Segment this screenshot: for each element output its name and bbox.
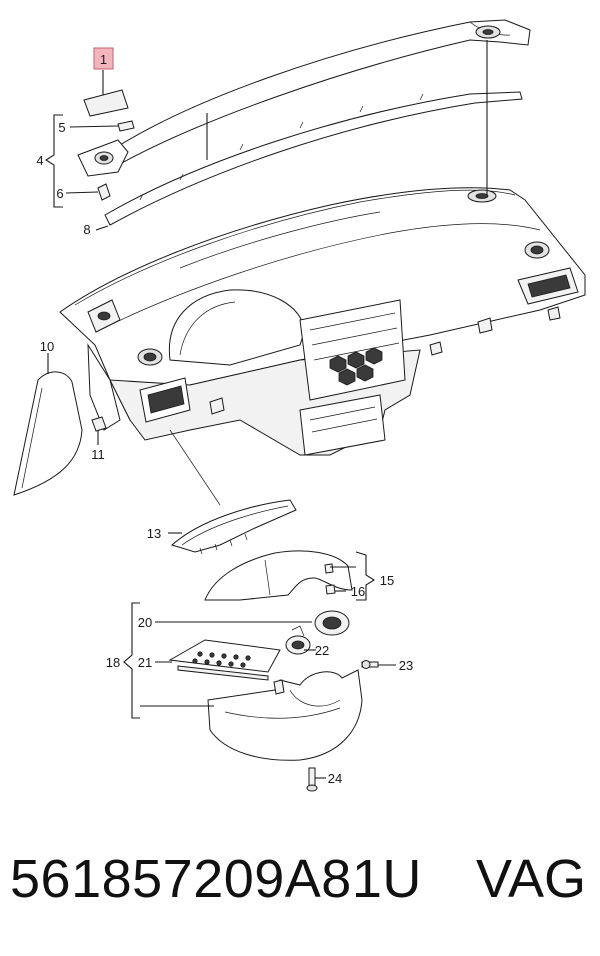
callout-10: 10 (40, 339, 54, 354)
callout-22: 22 (315, 643, 329, 658)
vent-grille (329, 347, 383, 386)
callout-16: 16 (351, 584, 365, 599)
steering-column-cover (204, 550, 353, 601)
dashboard-panel (59, 187, 586, 456)
lower-trim-strip (104, 91, 523, 226)
callout-11: 11 (91, 447, 105, 462)
clip-16 (325, 584, 336, 595)
retainer-part (97, 183, 111, 201)
callout-1: 1 (100, 52, 107, 67)
speaker-cover-part (77, 139, 129, 177)
ignition-ring (285, 625, 311, 655)
callout-21: 21 (138, 655, 152, 670)
callout-15: 15 (380, 573, 394, 588)
callout-18: 18 (106, 655, 120, 670)
callout-8: 8 (83, 222, 90, 237)
screw-24 (306, 767, 318, 792)
callout-1-highlight (93, 47, 114, 70)
cover-cap-part (83, 89, 129, 117)
callout-23: 23 (399, 658, 413, 673)
leader-lines (44, 40, 488, 779)
callout-13: 13 (147, 526, 161, 541)
fastener-clip (91, 416, 107, 432)
vent-panel (168, 639, 281, 681)
callout-20: 20 (138, 615, 152, 630)
lower-column-cover (207, 669, 363, 761)
callout-24: 24 (328, 771, 342, 786)
windshield-trim-strip (111, 19, 531, 166)
brand-label: VAG (475, 849, 586, 909)
part-number: 561857209A81U (10, 849, 422, 909)
callout-4: 4 (36, 153, 43, 168)
side-end-cover (13, 371, 83, 496)
column-trim-upper (171, 499, 297, 555)
screw-23 (361, 660, 379, 669)
callout-labels: 1 4 5 6 8 10 11 13 15 16 18 20 21 22 23 … (36, 47, 413, 786)
clip-part (117, 120, 135, 132)
callout-5: 5 (58, 120, 65, 135)
callout-6: 6 (56, 186, 63, 201)
trim-ring (314, 610, 350, 636)
